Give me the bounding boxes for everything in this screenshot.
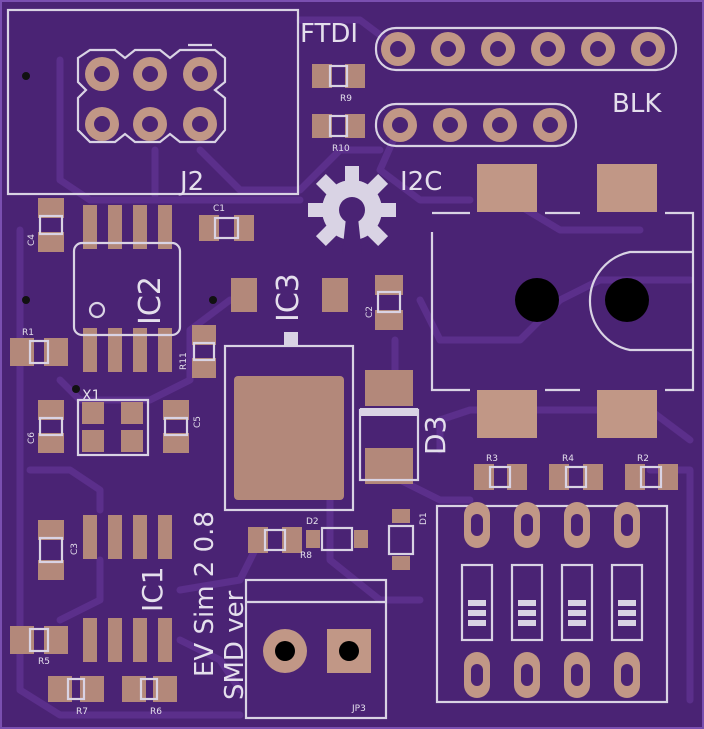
resistor-r8: R8 <box>248 527 312 561</box>
j2-connector: J2 <box>6 8 300 197</box>
ic2-label: IC2 <box>133 276 168 325</box>
r5-label: R5 <box>38 657 50 667</box>
r3-label: R3 <box>486 454 498 464</box>
c2-label: C2 <box>365 306 375 318</box>
c3-label: C3 <box>70 543 80 555</box>
resistor-r7: R7 <box>48 676 104 717</box>
diode-d1: D1 <box>387 509 429 570</box>
i2c-header: I2C <box>374 102 578 197</box>
resistor-r1: R1 <box>10 328 68 366</box>
r7-label: R7 <box>76 707 88 717</box>
resistor-r11: R11 <box>179 325 216 378</box>
i2c-label: I2C <box>400 167 442 197</box>
d3-label: D3 <box>419 416 452 455</box>
open-hardware-gear-icon <box>308 166 396 254</box>
marker-dot <box>72 385 80 393</box>
ftdi-label: FTDI <box>300 19 358 49</box>
r6-label: R6 <box>150 707 162 717</box>
marker-dot <box>22 296 30 304</box>
j2-label: J2 <box>178 167 204 197</box>
capacitor-c3: C3 <box>38 520 80 580</box>
r2-label: R2 <box>637 454 649 464</box>
x1-label: X1 <box>82 388 101 404</box>
capacitor-c5: C5 <box>163 400 203 453</box>
capacitor-c4: C4 <box>27 198 64 252</box>
r9-label: R9 <box>340 94 352 104</box>
c1-label: C1 <box>213 204 225 214</box>
capacitor-c2: C2 <box>365 275 403 330</box>
d2-label: D2 <box>306 517 319 527</box>
resistor-r3: R3 <box>474 454 527 490</box>
resistor-r5: R5 <box>10 626 68 667</box>
capacitor-c6: C6 <box>27 400 64 453</box>
resistor-r9: R9 <box>312 64 365 104</box>
r4-label: R4 <box>562 454 574 464</box>
ftdi-header: FTDI BLK <box>300 19 678 119</box>
diode-d3: D3 <box>358 370 452 484</box>
ic2-chip: IC2 <box>72 205 182 372</box>
r10-label: R10 <box>332 144 350 154</box>
ic3-regulator: IC3 <box>223 273 355 512</box>
crystal-x1: X1 <box>76 388 150 457</box>
ic1-chip: IC1 <box>83 515 172 662</box>
resistor-r10: R10 <box>312 114 365 154</box>
dip-switch <box>435 502 669 704</box>
capacitor-c1: C1 <box>199 204 254 241</box>
led-d2: D2 <box>306 517 368 552</box>
d1-label: D1 <box>419 512 429 525</box>
version-line1: EV Sim 2 0.8 <box>190 511 220 677</box>
ic1-label: IC1 <box>136 566 169 612</box>
ic3-label: IC3 <box>271 273 306 322</box>
jp3-label: JP3 <box>351 704 366 714</box>
c4-label: C4 <box>27 234 37 246</box>
blk-label: BLK <box>612 89 662 119</box>
jumper-jp3: JP3 <box>244 578 388 720</box>
r1-label: R1 <box>22 328 34 338</box>
r11-label: R11 <box>179 352 189 370</box>
resistor-r2: R2 <box>625 454 678 490</box>
resistor-r4: R4 <box>549 454 603 490</box>
marker-dot <box>209 296 217 304</box>
power-jack <box>430 164 695 438</box>
c6-label: C6 <box>27 432 37 444</box>
r8-label: R8 <box>300 551 312 561</box>
c5-label: C5 <box>193 416 203 428</box>
resistor-r6: R6 <box>122 676 177 717</box>
